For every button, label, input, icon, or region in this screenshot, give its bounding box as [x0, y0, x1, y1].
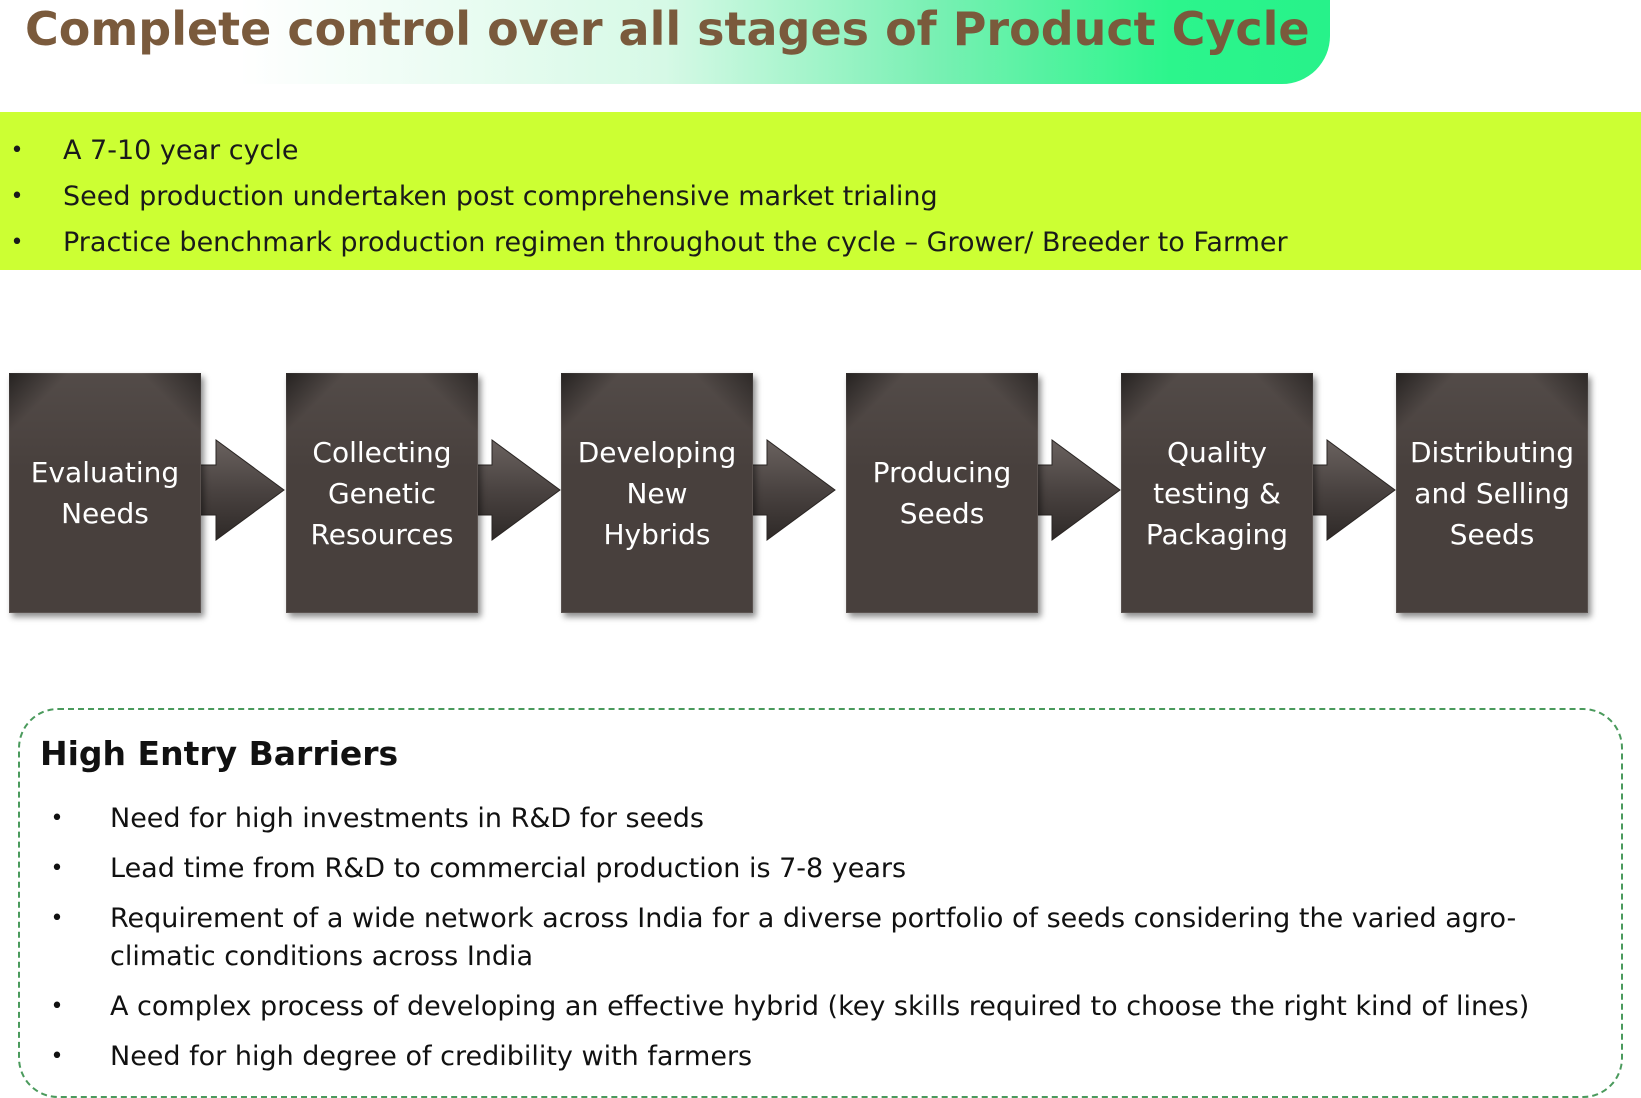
title-banner: Complete control over all stages of Prod… [0, 0, 1330, 84]
key-point-text: Practice benchmark production regimen th… [63, 227, 1288, 258]
bullet-icon: • [50, 1044, 64, 1069]
bullet-icon: • [10, 138, 24, 163]
step-label: Developing New Hybrids [577, 435, 737, 551]
barriers-heading: High Entry Barriers [40, 734, 399, 773]
step-box: Collecting Genetic Resources [286, 373, 478, 613]
barrier-item: • A complex process of developing an eff… [40, 988, 1600, 1026]
bullet-icon: • [50, 856, 64, 881]
step-box: Evaluating Needs [9, 373, 201, 613]
bullet-icon: • [50, 994, 64, 1019]
barrier-item: • Need for high investments in R&D for s… [40, 800, 1600, 838]
step-label: Collecting Genetic Resources [310, 435, 454, 551]
barrier-text: Need for high investments in R&D for see… [110, 803, 704, 834]
bullet-icon: • [10, 230, 24, 255]
key-point-text: Seed production undertaken post comprehe… [63, 181, 938, 212]
barrier-text: Requirement of a wide network across Ind… [110, 903, 1517, 972]
barrier-item: • Requirement of a wide network across I… [40, 900, 1600, 976]
step-box: Distributing and Selling Seeds [1396, 373, 1588, 613]
barriers-list: • Need for high investments in R&D for s… [40, 800, 1600, 1088]
barrier-text: Lead time from R&D to commercial product… [110, 853, 907, 884]
step-label: Quality testing & Packaging [1145, 435, 1289, 551]
step-box: Producing Seeds [846, 373, 1038, 613]
step-label: Producing Seeds [872, 456, 1012, 530]
barrier-item: • Lead time from R&D to commercial produ… [40, 850, 1600, 888]
key-point-item: • A 7-10 year cycle [0, 128, 1641, 174]
bullet-icon: • [50, 806, 64, 831]
bullet-icon: • [50, 906, 64, 931]
process-flow: Evaluating Needs Collecting Genetic Reso… [0, 365, 1641, 625]
step-label: Distributing and Selling Seeds [1410, 435, 1574, 551]
key-points-band: • A 7-10 year cycle • Seed production un… [0, 112, 1641, 270]
key-points-list: • A 7-10 year cycle • Seed production un… [0, 112, 1641, 266]
barrier-text: Need for high degree of credibility with… [110, 1041, 753, 1072]
barrier-item: • Need for high degree of credibility wi… [40, 1038, 1600, 1076]
barriers-panel: High Entry Barriers • Need for high inve… [18, 708, 1623, 1098]
page-title: Complete control over all stages of Prod… [25, 2, 1310, 56]
bullet-icon: • [10, 184, 24, 209]
step-box: Developing New Hybrids [561, 373, 753, 613]
step-box: Quality testing & Packaging [1121, 373, 1313, 613]
key-point-text: A 7-10 year cycle [63, 135, 299, 166]
step-label: Evaluating Needs [30, 456, 180, 530]
key-point-item: • Seed production undertaken post compre… [0, 174, 1641, 220]
barrier-text: A complex process of developing an effec… [110, 991, 1530, 1022]
key-point-item: • Practice benchmark production regimen … [0, 220, 1641, 266]
